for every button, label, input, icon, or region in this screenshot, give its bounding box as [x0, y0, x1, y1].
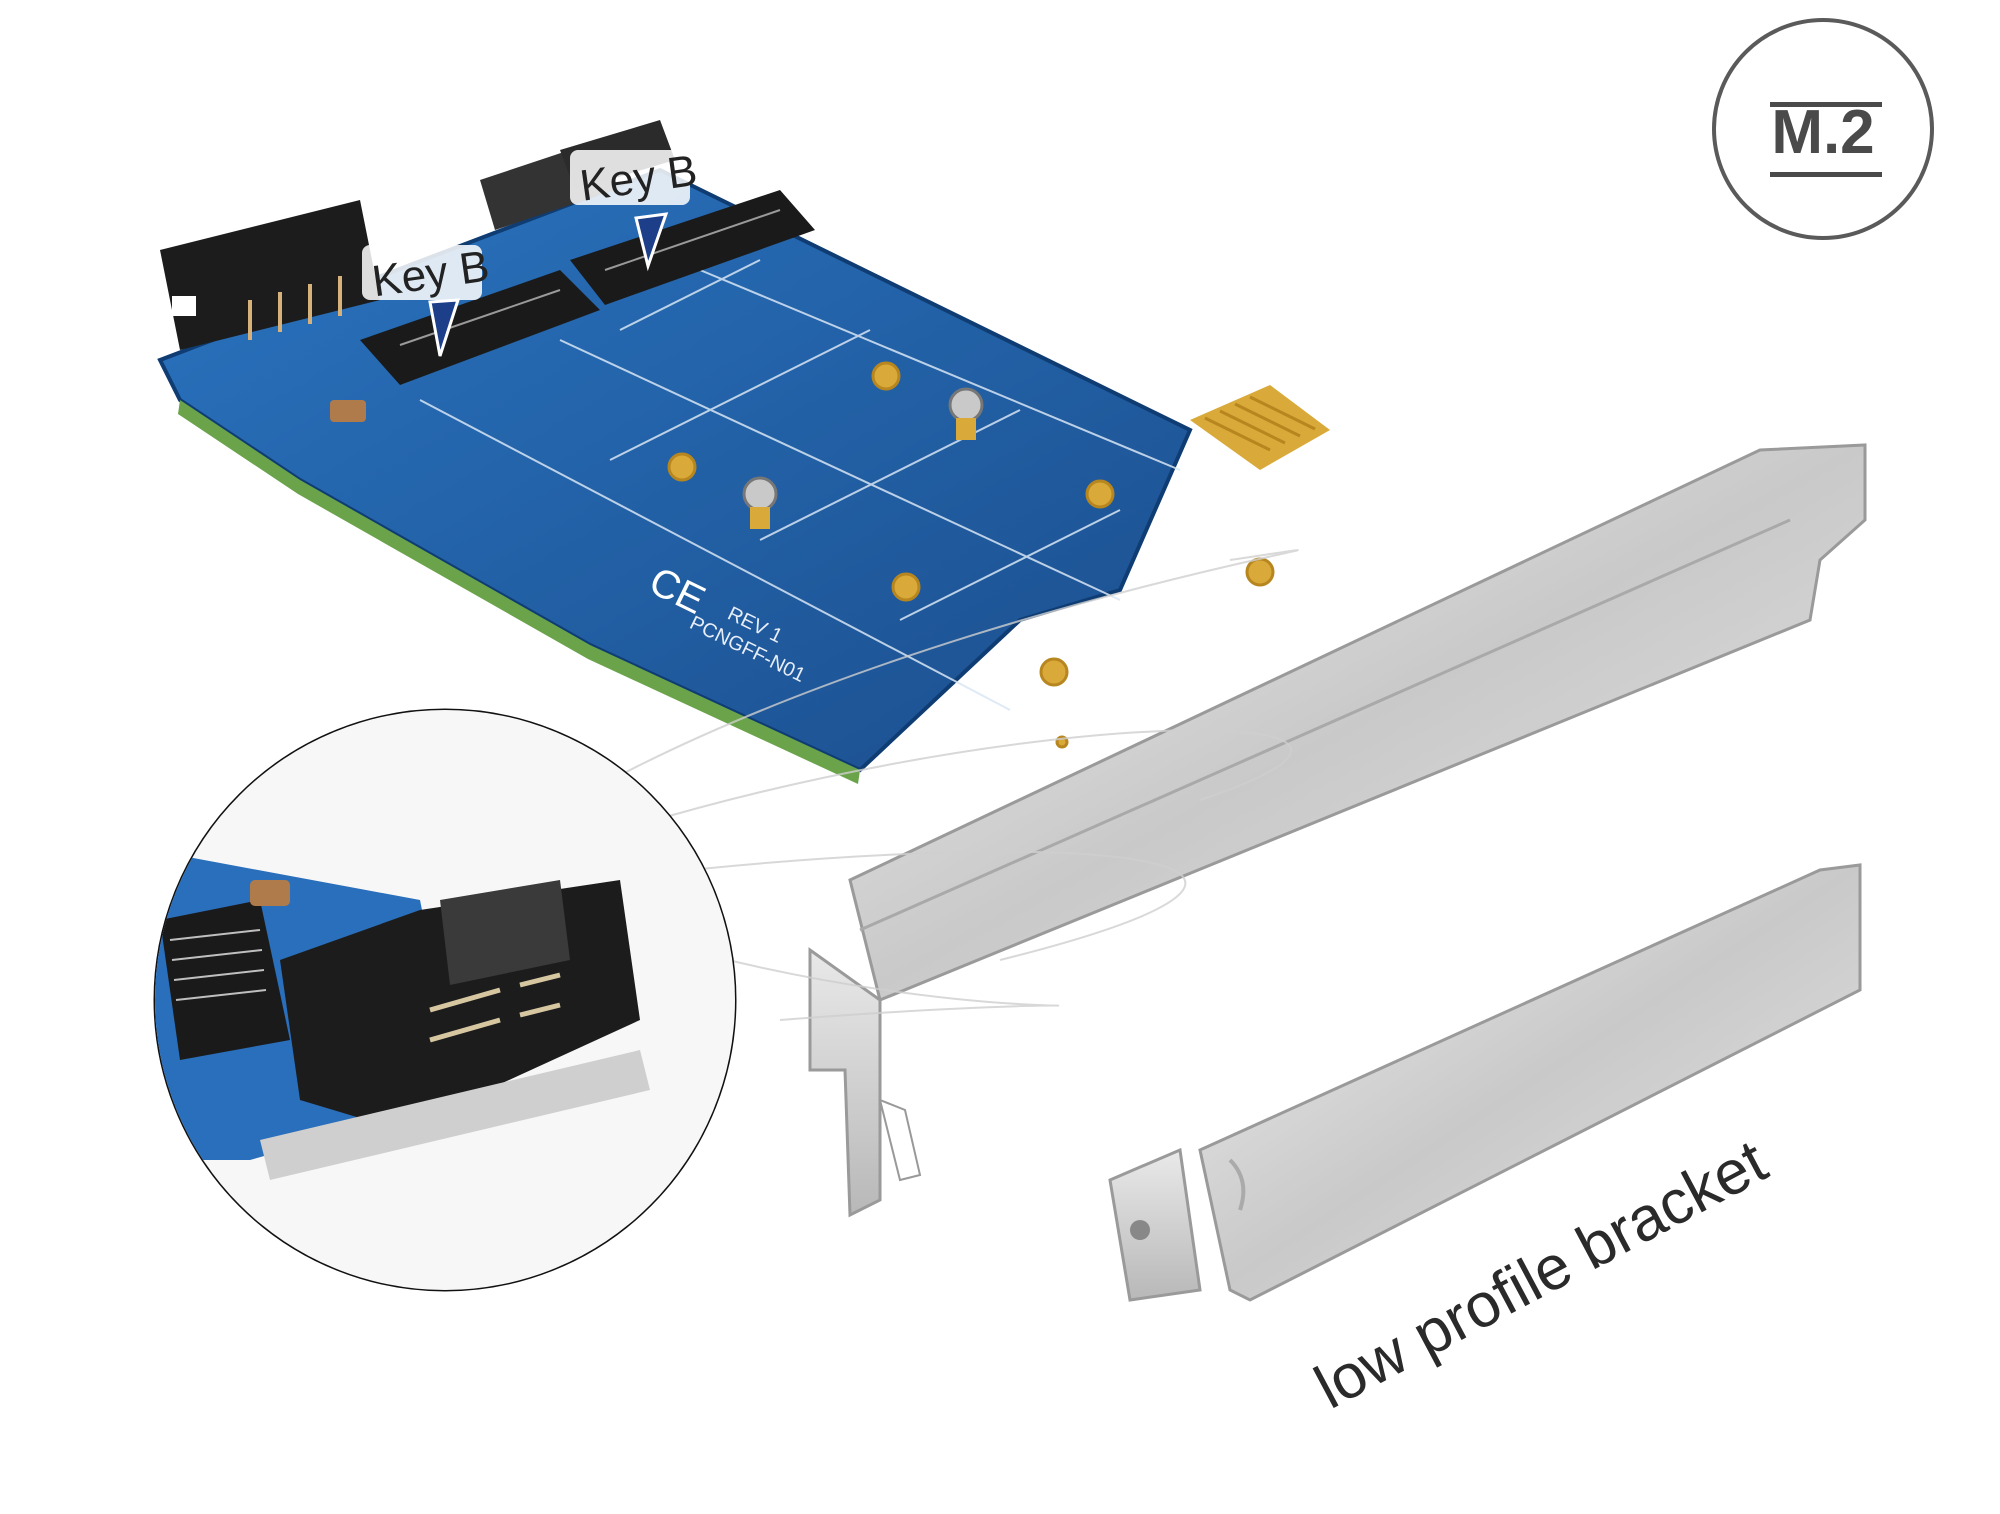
m2-slot-icon	[360, 190, 815, 385]
gold-fingers	[1190, 385, 1330, 470]
badge-top-bar	[1770, 102, 1882, 107]
pcie-card	[157, 120, 1330, 784]
key-label-right-group: Key B	[570, 146, 700, 272]
badge-bottom-bar	[1770, 172, 1882, 177]
arrow-down-icon	[634, 212, 669, 272]
arrow-down-icon	[428, 298, 461, 357]
header-connector-icon	[160, 200, 380, 350]
key-label-left-group: Key B	[362, 242, 492, 357]
zoom-detail	[153, 708, 737, 1292]
screw-icon	[742, 387, 984, 529]
m2-badge: M.2	[1712, 18, 1934, 240]
m2-badge-label: M.2	[1771, 98, 1875, 167]
low-profile-bracket	[1108, 863, 1862, 1302]
